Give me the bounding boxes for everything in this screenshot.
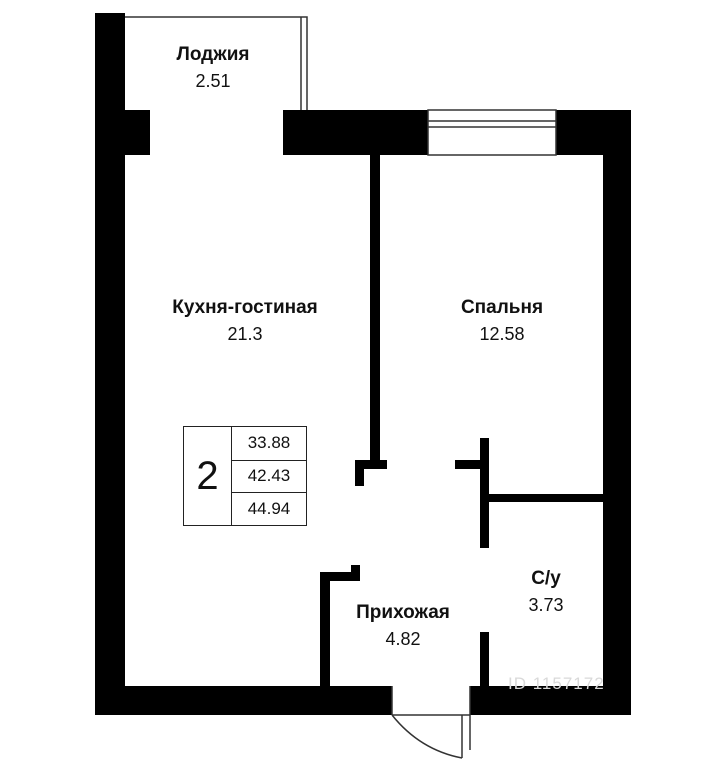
room-kitchen-living: Кухня-гостиная 21.3 [135,296,355,348]
living-area: 33.88 [247,433,291,453]
total-area-with-loggia: 44.94 [232,492,306,525]
room-name: Лоджия [176,44,250,65]
room-loggia: Лоджия 2.51 [103,43,323,95]
watermark: ID 1157172 [508,674,605,693]
area-summary-table: 2 33.88 42.43 44.94 [183,426,307,526]
room-name: Кухня-гостиная [172,297,318,318]
room-hallway: Прихожая 4.82 [293,601,513,653]
entrance-door [391,686,471,759]
room-area: 12.58 [479,324,525,344]
room-name: Прихожая [356,602,450,623]
total-area: 42.43 [232,459,306,493]
room-area: 21.3 [227,324,263,344]
room-bedroom: Спальня 12.58 [392,296,612,348]
room-name: Спальня [460,297,544,318]
room-area: 3.73 [528,595,564,615]
rooms-count: 2 [184,427,232,525]
area-values: 33.88 42.43 44.94 [232,427,306,525]
window [427,109,557,156]
loggia-outline [125,16,308,110]
room-bathroom: С/у 3.73 [436,567,656,619]
room-area: 2.51 [195,71,231,91]
room-area: 4.82 [385,629,421,649]
room-name: С/у [531,568,561,589]
walls [95,13,631,715]
